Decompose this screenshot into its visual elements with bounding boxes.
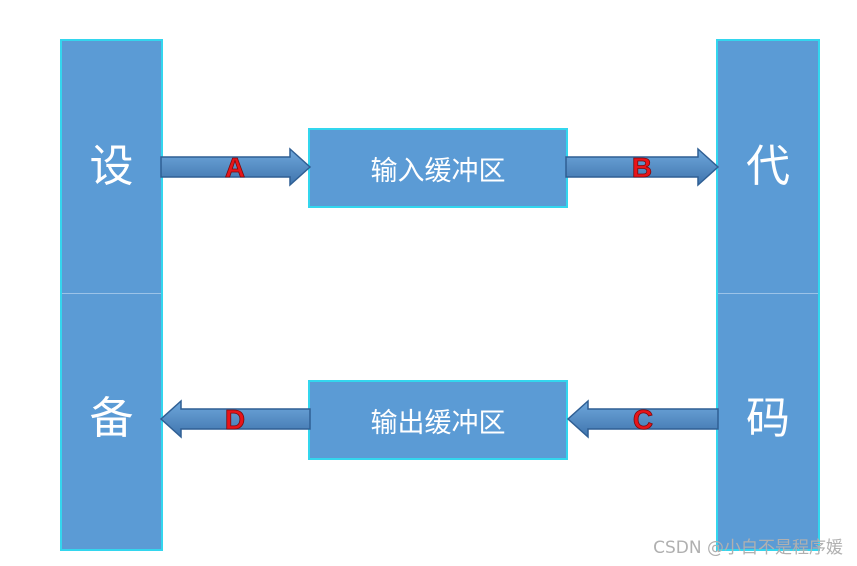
- arrow-d-label: D: [225, 404, 245, 435]
- arrow-d: [159, 399, 311, 439]
- device-top-char: 设: [89, 141, 134, 192]
- code-column: 代 码: [716, 39, 820, 551]
- arrow-a: [160, 147, 312, 187]
- device-bottom-char: 备: [89, 393, 134, 444]
- arrow-b: [565, 147, 720, 187]
- output-buffer-label: 输出缓冲区: [370, 407, 506, 439]
- arrow-a-label: A: [225, 152, 245, 183]
- device-column: 设 备: [60, 39, 163, 551]
- output-buffer-box: 输出缓冲区: [308, 380, 568, 460]
- code-bottom-char: 码: [746, 393, 790, 444]
- input-buffer-label: 输入缓冲区: [370, 155, 506, 187]
- device-divider: [62, 293, 161, 294]
- watermark: CSDN @小白不是程序媛: [653, 538, 843, 558]
- arrow-b-label: B: [632, 152, 652, 183]
- code-divider: [718, 293, 818, 294]
- input-buffer-box: 输入缓冲区: [308, 128, 568, 208]
- arrow-c-label: C: [633, 404, 653, 435]
- arrow-c: [566, 399, 719, 439]
- code-top-char: 代: [746, 141, 790, 192]
